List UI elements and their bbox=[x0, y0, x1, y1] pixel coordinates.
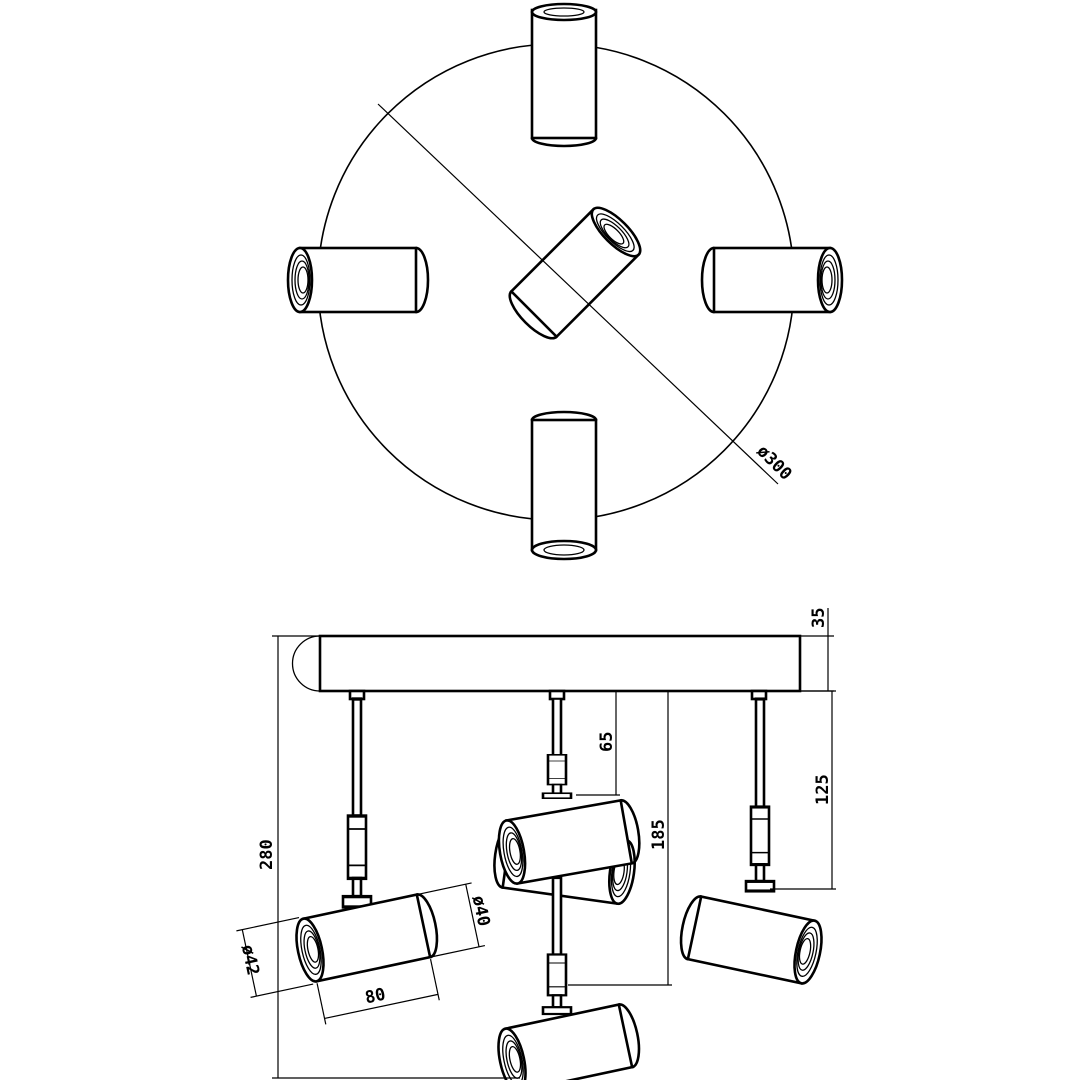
diameter-label: ø300 bbox=[752, 441, 795, 484]
svg-text:ø42: ø42 bbox=[237, 943, 263, 977]
spot-left bbox=[286, 246, 430, 314]
dim-base-height: 35 bbox=[800, 608, 834, 692]
dim-spot-diameter-back: ø40 bbox=[418, 882, 494, 958]
svg-text:185: 185 bbox=[649, 819, 669, 850]
top-view: ø300 bbox=[286, 2, 844, 561]
dim-stem-short: 65 bbox=[564, 690, 620, 796]
svg-text:80: 80 bbox=[363, 985, 387, 1009]
spot-center bbox=[501, 199, 649, 347]
dim-stem-center: 185 bbox=[568, 690, 672, 986]
svg-text:35: 35 bbox=[809, 608, 829, 628]
svg-text:65: 65 bbox=[597, 732, 617, 752]
stem-center-lower bbox=[541, 876, 573, 1016]
svg-text:280: 280 bbox=[257, 839, 277, 870]
spot-right-side bbox=[674, 892, 828, 988]
stem-right bbox=[744, 697, 776, 893]
stem-left bbox=[341, 697, 373, 909]
dim-stem-right: 125 bbox=[766, 690, 836, 890]
side-view: 35 125 65 185 280 bbox=[236, 608, 836, 1080]
svg-text:125: 125 bbox=[813, 774, 833, 805]
stem-center-upper bbox=[541, 697, 573, 800]
canopy-plate bbox=[318, 634, 802, 693]
svg-text:ø40: ø40 bbox=[468, 894, 494, 928]
spot-bottom bbox=[530, 410, 598, 561]
dim-overall-height: 280 bbox=[257, 635, 520, 1079]
spot-top bbox=[530, 2, 598, 148]
dim-spot-length: 80 bbox=[316, 959, 440, 1025]
spot-left-side bbox=[290, 890, 444, 986]
spot-right bbox=[700, 246, 844, 314]
diameter-line bbox=[377, 103, 779, 485]
